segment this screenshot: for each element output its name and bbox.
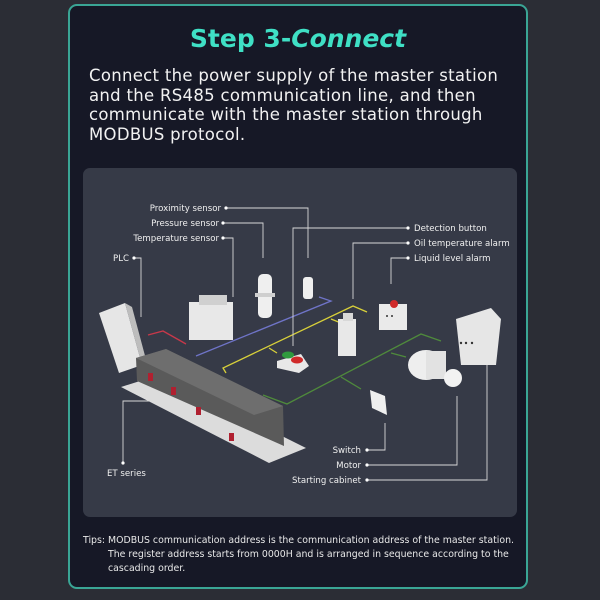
title-prefix: Step 3-: [189, 24, 292, 53]
switch-device: [370, 390, 387, 415]
label-liquid-level-alarm: Liquid level alarm: [414, 254, 491, 264]
starting-cabinet-device: [456, 308, 501, 365]
motor-device: [408, 350, 462, 387]
label-et-series: ET series: [107, 469, 146, 479]
page-title: Step 3-Connect: [70, 24, 526, 53]
diagram-svg: Proximity sensor Pressure sensor Tempera…: [99, 204, 510, 486]
label-temperature-sensor: Temperature sensor: [132, 234, 219, 244]
green-wire: [262, 333, 442, 405]
oil-temperature-alarm-device: [338, 313, 356, 356]
intro-text: Connect the power supply of the master s…: [89, 66, 499, 144]
red-wire: [147, 330, 187, 345]
temperature-sensor-device: [189, 295, 233, 340]
tips-note: Tips: MODBUS communication address is th…: [83, 534, 523, 576]
label-detection-button: Detection button: [414, 224, 487, 234]
proximity-sensor-device: [303, 277, 313, 299]
label-plc: PLC: [113, 254, 129, 264]
title-emphasis: Connect: [291, 24, 407, 53]
label-pressure-sensor: Pressure sensor: [151, 219, 219, 229]
label-proximity-sensor: Proximity sensor: [150, 204, 222, 214]
label-starting-cabinet: Starting cabinet: [292, 476, 362, 486]
blue-wire: [195, 296, 333, 357]
tips-line-1: Tips: MODBUS communication address is th…: [83, 535, 515, 546]
step-card: Step 3-Connect Connect the power supply …: [68, 4, 528, 589]
detection-button-device: [277, 351, 309, 373]
plc-cabinet: [99, 303, 148, 373]
connection-diagram: Proximity sensor Pressure sensor Tempera…: [83, 168, 517, 517]
liquid-level-alarm-device: [379, 300, 407, 330]
label-switch: Switch: [333, 446, 361, 456]
tips-line-2: The register address starts from 0000H a…: [108, 549, 509, 574]
label-oil-temperature-alarm: Oil temperature alarm: [414, 239, 510, 249]
et-series-modules: [121, 349, 306, 463]
pressure-sensor-device: [255, 274, 275, 318]
label-motor: Motor: [336, 461, 361, 471]
